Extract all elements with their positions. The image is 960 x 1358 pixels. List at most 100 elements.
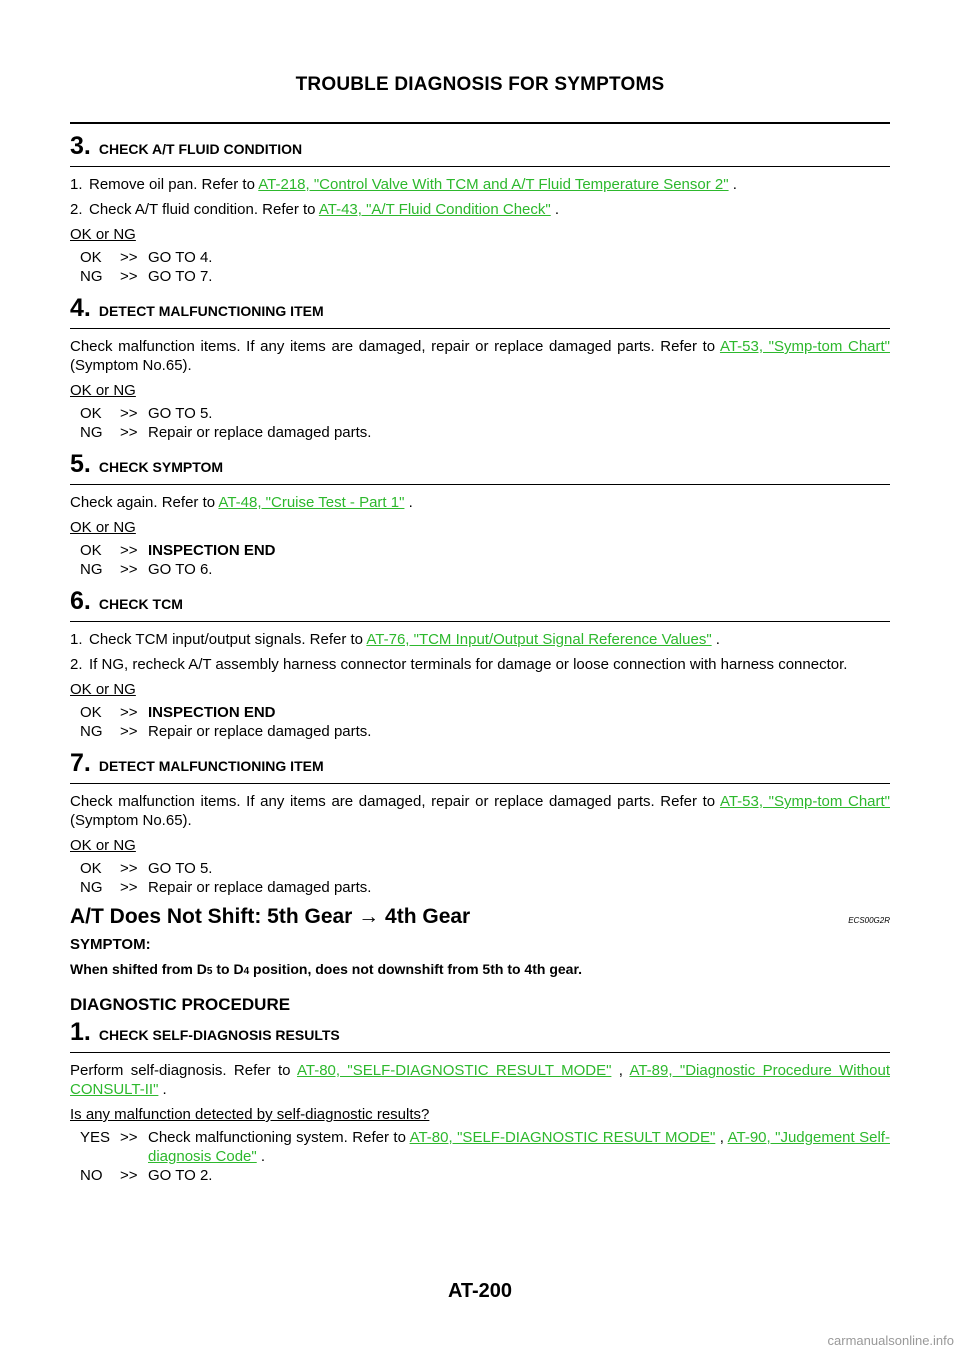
text: . bbox=[550, 201, 560, 218]
no-label: NO bbox=[80, 1167, 103, 1184]
arrow: >> bbox=[120, 268, 138, 285]
text: When shifted from D bbox=[70, 961, 207, 977]
arrow: >> bbox=[120, 879, 138, 896]
ok-label: OK bbox=[80, 860, 102, 877]
step-number: 4. bbox=[70, 294, 91, 322]
reference-link[interactable]: AT-218, "Control Valve With TCM and A/T … bbox=[258, 176, 729, 193]
text: . bbox=[711, 631, 720, 648]
reference-link[interactable]: AT-89, "Diagnostic Procedure Without CON… bbox=[70, 1062, 890, 1098]
text: Check malfunctioning system. Refer to bbox=[148, 1129, 410, 1146]
arrow: >> bbox=[120, 561, 138, 578]
step-header: 4. DETECT MALFUNCTIONING ITEM bbox=[70, 294, 890, 329]
arrow: >> bbox=[120, 1167, 138, 1184]
text: . bbox=[728, 176, 737, 193]
step-number: 6. bbox=[70, 587, 91, 615]
answers: OK>>INSPECTION END NG>>Repair or replace… bbox=[70, 703, 890, 741]
paragraph: Perform self-diagnosis. Refer to AT-80, … bbox=[70, 1061, 890, 1099]
reference-link[interactable]: AT-53, "Symp-tom Chart" bbox=[719, 338, 890, 355]
ok-action: GO TO 5. bbox=[148, 405, 213, 422]
text: . bbox=[158, 1081, 167, 1098]
ng-action: Repair or replace damaged parts. bbox=[148, 424, 372, 441]
section-title-text: A/T Does Not Shift: 5th Gear → 4th Gear bbox=[70, 905, 471, 928]
page-title: TROUBLE DIAGNOSIS FOR SYMPTOMS bbox=[295, 74, 665, 95]
arrow: >> bbox=[120, 405, 138, 422]
ok-action: INSPECTION END bbox=[148, 704, 276, 721]
list-item: 1. Check TCM input/output signals. Refer… bbox=[70, 630, 890, 649]
ok-or-ng-label: OK or NG bbox=[70, 519, 136, 536]
step-title: CHECK A/T FLUID CONDITION bbox=[98, 141, 303, 157]
ng-action: Repair or replace damaged parts. bbox=[148, 723, 372, 740]
ok-action: GO TO 5. bbox=[148, 860, 213, 877]
ng-label: NG bbox=[80, 879, 103, 896]
content: 3. CHECK A/T FLUID CONDITION 1. Remove o… bbox=[70, 128, 890, 1193]
text: Remove oil pan. Refer to bbox=[89, 176, 259, 193]
step-header: 5. CHECK SYMPTOM bbox=[70, 450, 890, 485]
arrow: >> bbox=[120, 704, 138, 721]
header-rule bbox=[70, 122, 890, 124]
step-header: 6. CHECK TCM bbox=[70, 587, 890, 622]
text: position, does not downshift from 5th to… bbox=[249, 961, 583, 977]
paragraph: Check malfunction items. If any items ar… bbox=[70, 337, 890, 375]
ng-label: NG bbox=[80, 424, 103, 441]
answers: OK>>GO TO 4. NG>>GO TO 7. bbox=[70, 248, 890, 286]
paragraph: Check malfunction items. If any items ar… bbox=[70, 792, 890, 830]
section-code: ECS00G2R bbox=[848, 916, 890, 925]
step-number: 3. bbox=[70, 132, 91, 160]
answers: YES >> Check malfunctioning system. Refer … bbox=[70, 1128, 890, 1185]
ok-action: INSPECTION END bbox=[148, 542, 276, 559]
question-label: Is any malfunction detected by self-diag… bbox=[70, 1106, 430, 1123]
ok-or-ng-label: OK or NG bbox=[70, 681, 136, 698]
ng-label: NG bbox=[80, 268, 103, 285]
arrow: >> bbox=[120, 542, 138, 559]
text: (Symptom No.65). bbox=[70, 812, 192, 829]
list-number: 2. bbox=[70, 201, 83, 218]
section-title: A/T Does Not Shift: 5th Gear → 4th Gear … bbox=[70, 905, 890, 933]
ng-label: NG bbox=[80, 723, 103, 740]
text: , bbox=[611, 1062, 630, 1079]
diagnostic-procedure-heading: DIAGNOSTIC PROCEDURE bbox=[70, 995, 291, 1014]
arrow: >> bbox=[120, 860, 138, 877]
text: . bbox=[256, 1148, 266, 1165]
list-item: 2. Check A/T fluid condition. Refer to A… bbox=[70, 200, 890, 219]
step-number: 7. bbox=[70, 749, 91, 777]
step-title: DETECT MALFUNCTIONING ITEM bbox=[98, 303, 324, 319]
text: to D bbox=[212, 961, 244, 977]
step-title: CHECK TCM bbox=[98, 596, 183, 612]
answers: OK>>INSPECTION END NG>>GO TO 6. bbox=[70, 541, 890, 579]
reference-link[interactable]: AT-80, "SELF-DIAGNOSTIC RESULT MODE" bbox=[296, 1062, 612, 1079]
text: Check malfunction items. If any items ar… bbox=[70, 338, 720, 355]
yes-action: Check malfunctioning system. Refer to AT… bbox=[148, 1128, 890, 1166]
step-header: 7. DETECT MALFUNCTIONING ITEM bbox=[70, 749, 890, 784]
text: Check again. Refer to bbox=[70, 494, 219, 511]
arrow: >> bbox=[120, 1129, 138, 1146]
step-number: 5. bbox=[70, 450, 91, 478]
reference-link[interactable]: AT-48, "Cruise Test - Part 1" bbox=[218, 494, 405, 511]
step-6: 6. CHECK TCM 1. Check TCM input/output s… bbox=[70, 587, 890, 741]
reference-link[interactable]: AT-53, "Symp-tom Chart" bbox=[719, 793, 890, 810]
ok-or-ng-label: OK or NG bbox=[70, 226, 136, 243]
reference-link[interactable]: AT-43, "A/T Fluid Condition Check" bbox=[318, 201, 551, 218]
list-number: 1. bbox=[70, 631, 83, 648]
list-item: 1. Remove oil pan. Refer to AT-218, "Con… bbox=[70, 175, 890, 194]
no-action: GO TO 2. bbox=[148, 1167, 213, 1184]
text: Check A/T fluid condition. Refer to bbox=[89, 201, 319, 218]
arrow: >> bbox=[120, 723, 138, 740]
ok-label: OK bbox=[80, 249, 102, 266]
reference-link[interactable]: AT-90, "Judgement Self-diagnosis Code" bbox=[148, 1129, 890, 1165]
reference-link[interactable]: AT-76, "TCM Input/Output Signal Referenc… bbox=[366, 631, 712, 648]
step-4: 4. DETECT MALFUNCTIONING ITEM Check malf… bbox=[70, 294, 890, 442]
arrow: >> bbox=[120, 249, 138, 266]
arrow: >> bbox=[120, 424, 138, 441]
watermark: carmanualsonline.info bbox=[827, 1333, 954, 1348]
step-title: DETECT MALFUNCTIONING ITEM bbox=[98, 758, 324, 774]
text: If NG, recheck A/T assembly harness conn… bbox=[89, 656, 848, 673]
ok-action: GO TO 4. bbox=[148, 249, 213, 266]
answers: OK>>GO TO 5. NG>>Repair or replace damag… bbox=[70, 859, 890, 897]
list-number: 2. bbox=[70, 656, 83, 673]
paragraph: Check again. Refer to AT-48, "Cruise Tes… bbox=[70, 493, 890, 512]
text: Perform self-diagnosis. Refer to bbox=[70, 1062, 297, 1079]
list-item: 2. If NG, recheck A/T assembly harness c… bbox=[70, 655, 890, 674]
reference-link[interactable]: AT-80, "SELF-DIAGNOSTIC RESULT MODE" bbox=[409, 1129, 716, 1146]
yes-label: YES bbox=[80, 1129, 111, 1146]
symptom-label: SYMPTOM: bbox=[70, 936, 151, 953]
